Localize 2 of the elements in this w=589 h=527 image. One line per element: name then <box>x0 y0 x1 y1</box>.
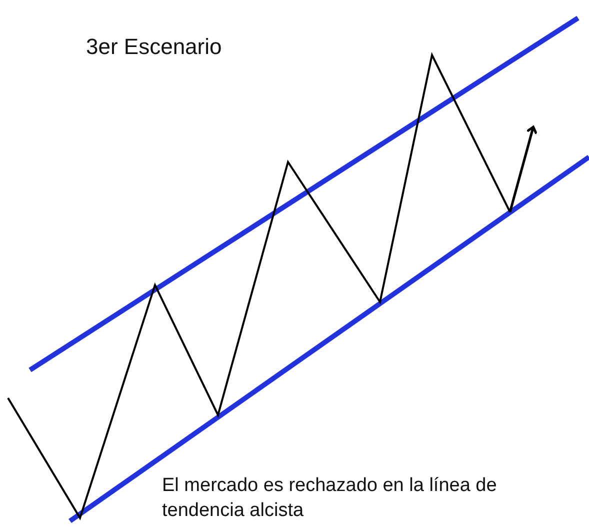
title: 3er Escenario <box>86 34 222 60</box>
note-text: El mercado es rechazado en la línea de tendencia alcista <box>162 474 498 523</box>
